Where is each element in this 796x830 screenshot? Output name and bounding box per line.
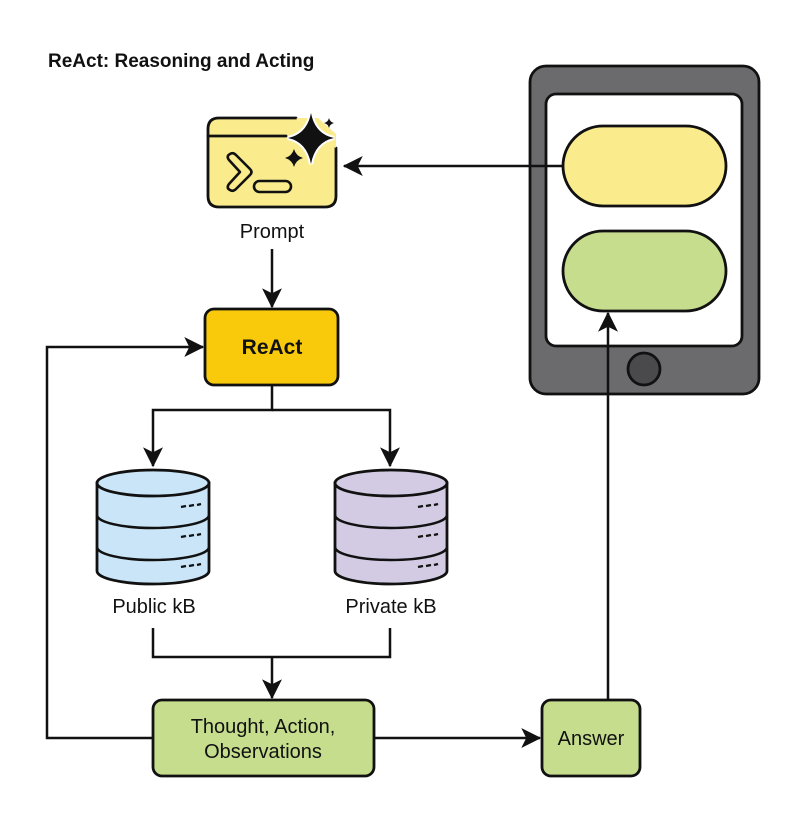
public-db-body [95, 481, 211, 586]
terminal-chevron [226, 151, 253, 193]
thought-label-line1: Thought, Action, [191, 716, 336, 738]
edge-kb-merge [151, 628, 392, 659]
user-input-bubble [561, 124, 728, 208]
sparkle-small [285, 149, 303, 167]
public-kb-database-icon[interactable] [95, 468, 211, 586]
terminal-cursor [252, 179, 293, 194]
public-db-band-2 [95, 546, 211, 562]
private-db-band-1 [333, 514, 449, 530]
private-db-body [333, 481, 449, 586]
diagram-title: ReAct: Reasoning and Acting [48, 51, 314, 72]
public-db-dashes [180, 502, 202, 569]
smartphone-icon [528, 64, 761, 396]
answer-output-bubble [561, 229, 728, 313]
private-kb-database-icon[interactable] [333, 468, 449, 586]
answer-label: Answer [558, 728, 625, 750]
thought-action-observations-node[interactable] [151, 698, 376, 778]
public-db-top [95, 468, 211, 498]
react-node[interactable] [203, 307, 340, 387]
public-db-band-1 [95, 514, 211, 530]
public-kb-label: Public kB [112, 596, 195, 618]
phone-home-button [626, 351, 662, 387]
private-db-top [333, 468, 449, 498]
private-db-dashes [417, 502, 439, 569]
react-label: ReAct [242, 336, 303, 359]
edge-react-to-public-kb [143, 386, 274, 468]
edge-thought-loop-to-react [45, 337, 205, 740]
prompt-label: Prompt [240, 221, 305, 243]
answer-node[interactable] [540, 698, 642, 778]
sparkle-large [287, 112, 335, 165]
private-db-band-2 [333, 546, 449, 562]
thought-label-line2: Observations [204, 741, 322, 763]
private-kb-label: Private kB [345, 596, 436, 618]
edge-react-to-private-kb [272, 408, 400, 468]
terminal-sparkle-icon [206, 112, 338, 209]
sparkle-tiny [324, 118, 334, 128]
